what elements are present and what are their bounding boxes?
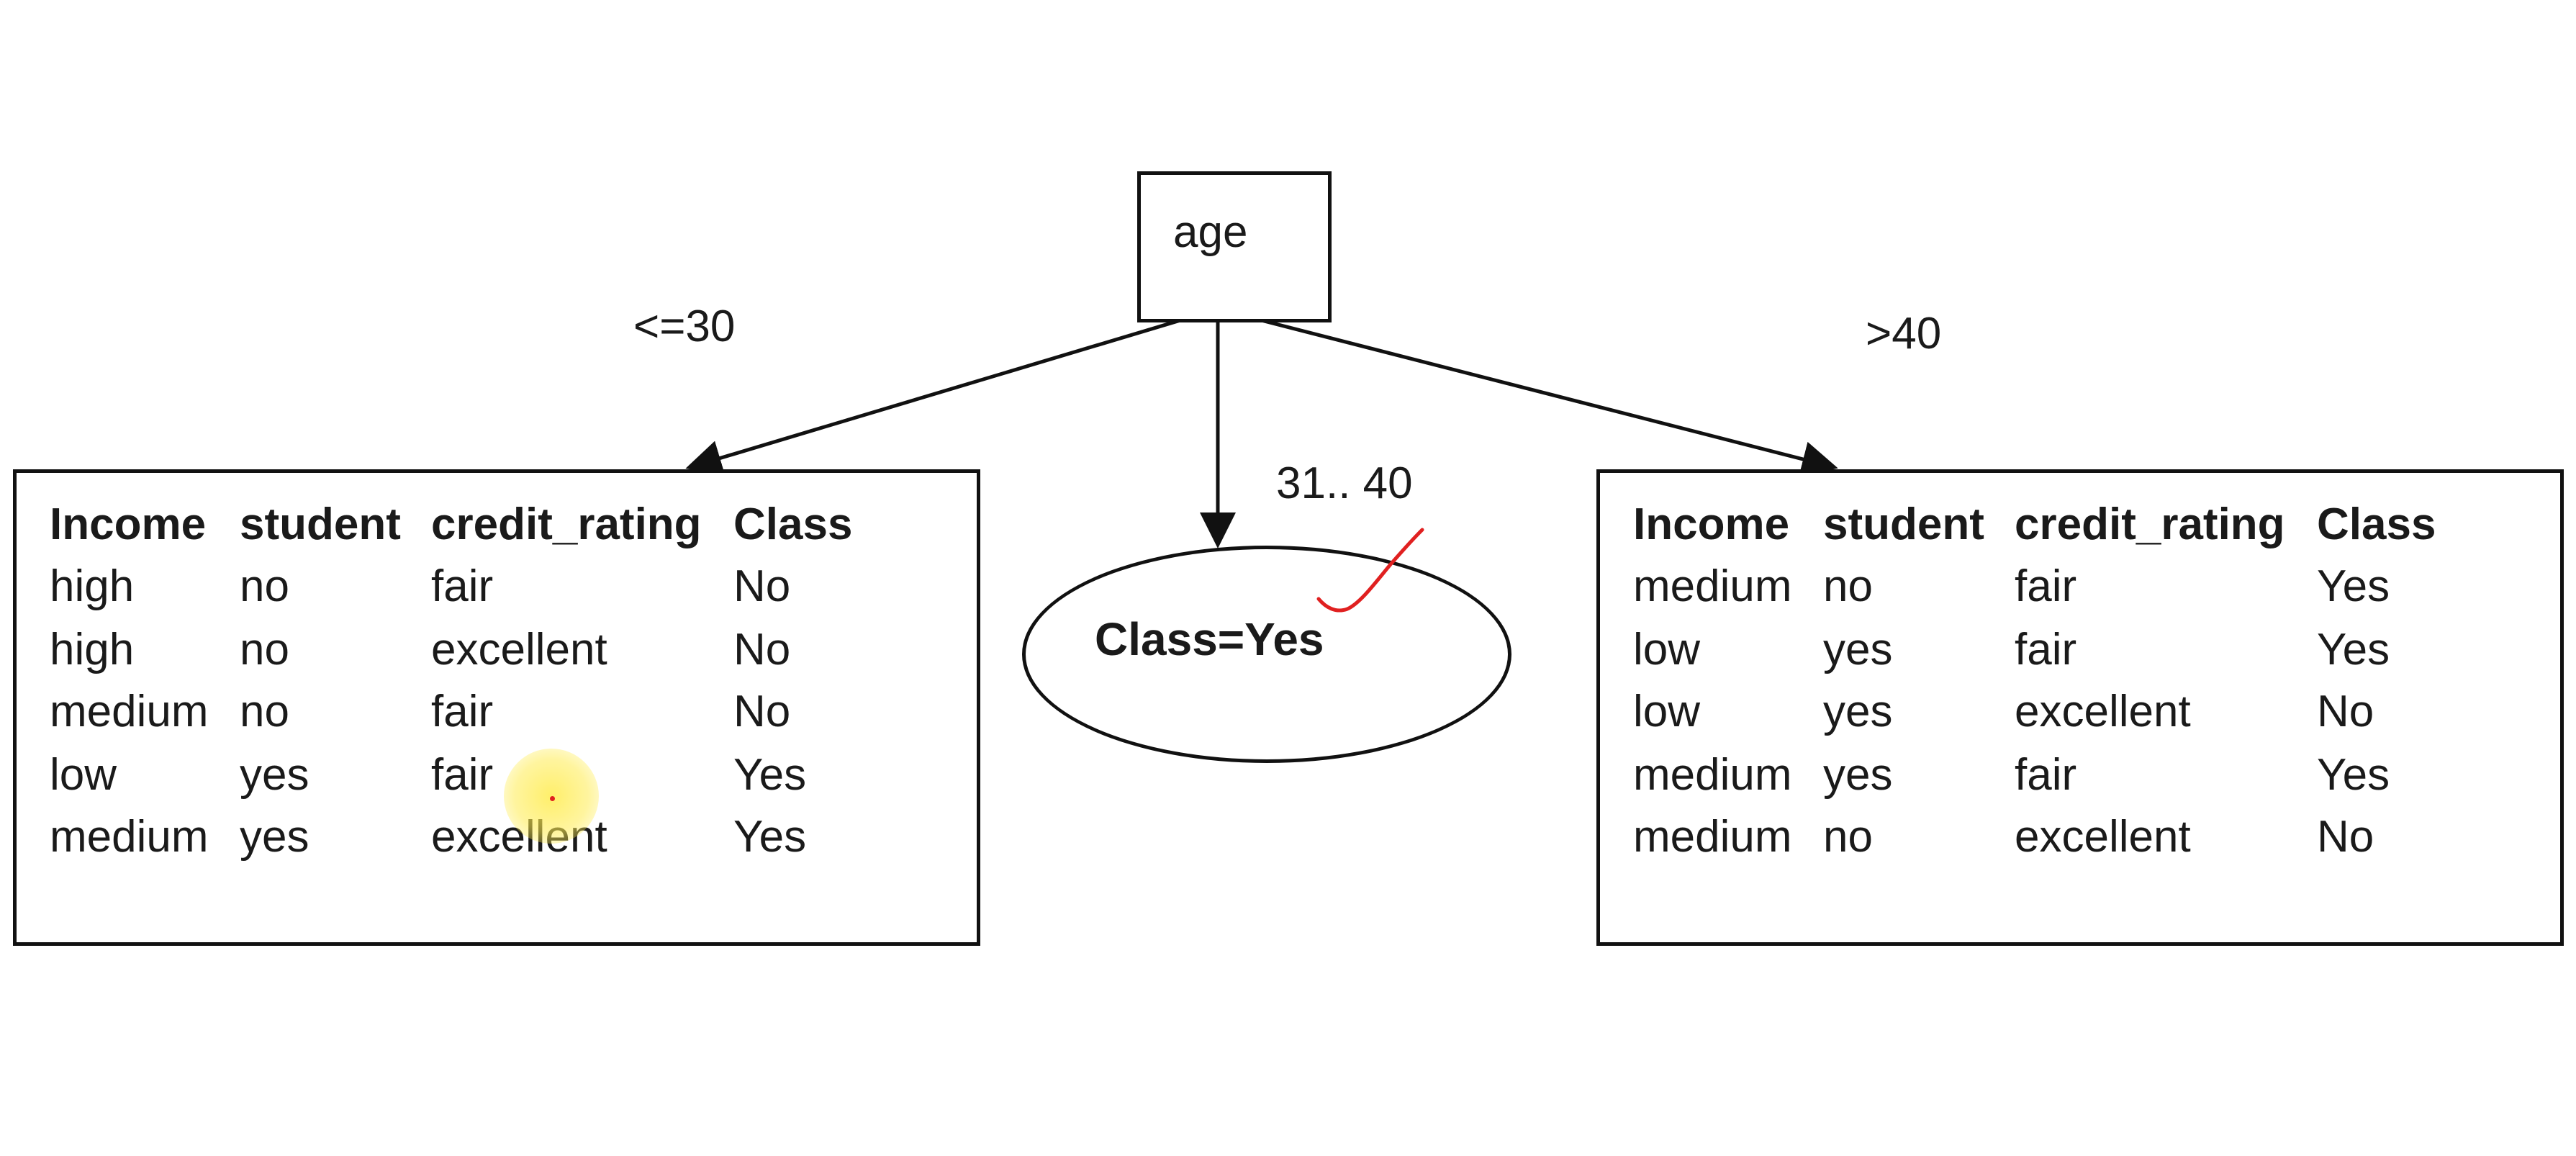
root-node-box: age: [1137, 171, 1332, 322]
left-table-grid: Income student credit_rating Class high no fai…: [17, 473, 977, 942]
checkmark-icon: [1316, 528, 1424, 613]
cell-credit-rating: excellent: [431, 625, 607, 674]
cell-credit-rating: excellent: [2015, 812, 2191, 862]
cell-income: low: [1633, 687, 1701, 736]
right-subset-table: Income student credit_rating Class medium no f…: [1596, 469, 2564, 946]
cell-credit-rating: fair: [2015, 750, 2077, 800]
cell-credit-rating: excellent: [2015, 687, 2191, 736]
cell-student: yes: [1823, 687, 1893, 736]
cell-class: Yes: [2317, 625, 2390, 674]
cell-income: medium: [50, 812, 209, 862]
edge-left: [685, 307, 1217, 476]
header-student: student: [1823, 500, 1984, 549]
cell-credit-rating: fair: [2015, 625, 2077, 674]
cell-income: medium: [50, 687, 209, 736]
cell-student: yes: [240, 812, 309, 862]
cell-class: No: [733, 561, 791, 611]
cell-income: medium: [1633, 812, 1792, 862]
cell-income: medium: [1633, 561, 1792, 611]
cell-income: low: [1633, 625, 1701, 674]
cursor-dot-icon: [550, 796, 555, 801]
root-node-label: age: [1173, 207, 1248, 257]
cell-student: no: [1823, 561, 1873, 611]
header-income: Income: [1633, 500, 1790, 549]
cell-class: No: [733, 625, 791, 674]
cell-student: yes: [240, 750, 309, 800]
cell-income: high: [50, 625, 135, 674]
leaf-node-ellipse: Class=Yes: [1022, 546, 1511, 763]
edge-right: [1219, 307, 1838, 477]
edge-label-left: <=30: [633, 302, 736, 351]
cell-income: high: [50, 561, 135, 611]
cell-student: no: [1823, 812, 1873, 862]
left-subset-table: Income student credit_rating Class high no fai…: [13, 469, 980, 946]
cell-class: No: [2317, 687, 2374, 736]
right-table-grid: Income student credit_rating Class medium no f…: [1600, 473, 2560, 942]
cell-student: no: [240, 625, 289, 674]
cell-student: yes: [1823, 625, 1893, 674]
header-income: Income: [50, 500, 207, 549]
header-student: student: [240, 500, 401, 549]
header-credit-rating: credit_rating: [2015, 500, 2285, 549]
cell-class: Yes: [733, 750, 807, 800]
cell-income: low: [50, 750, 117, 800]
header-class: Class: [2317, 500, 2436, 549]
cell-credit-rating: fair: [431, 750, 494, 800]
header-credit-rating: credit_rating: [431, 500, 702, 549]
cell-credit-rating: fair: [431, 561, 494, 611]
cell-class: Yes: [2317, 750, 2390, 800]
cell-income: medium: [1633, 750, 1792, 800]
header-class: Class: [733, 500, 853, 549]
cell-class: No: [733, 687, 791, 736]
cell-student: no: [240, 561, 289, 611]
cell-class: Yes: [733, 812, 807, 862]
cell-credit-rating: fair: [431, 687, 494, 736]
leaf-node-label: Class=Yes: [1095, 613, 1324, 665]
cell-class: Yes: [2317, 561, 2390, 611]
cell-credit-rating: fair: [2015, 561, 2077, 611]
edge-label-right: >40: [1866, 309, 1942, 358]
edge-label-middle: 31.. 40: [1276, 459, 1413, 508]
cell-class: No: [2317, 812, 2374, 862]
cell-student: no: [240, 687, 289, 736]
cell-student: yes: [1823, 750, 1893, 800]
